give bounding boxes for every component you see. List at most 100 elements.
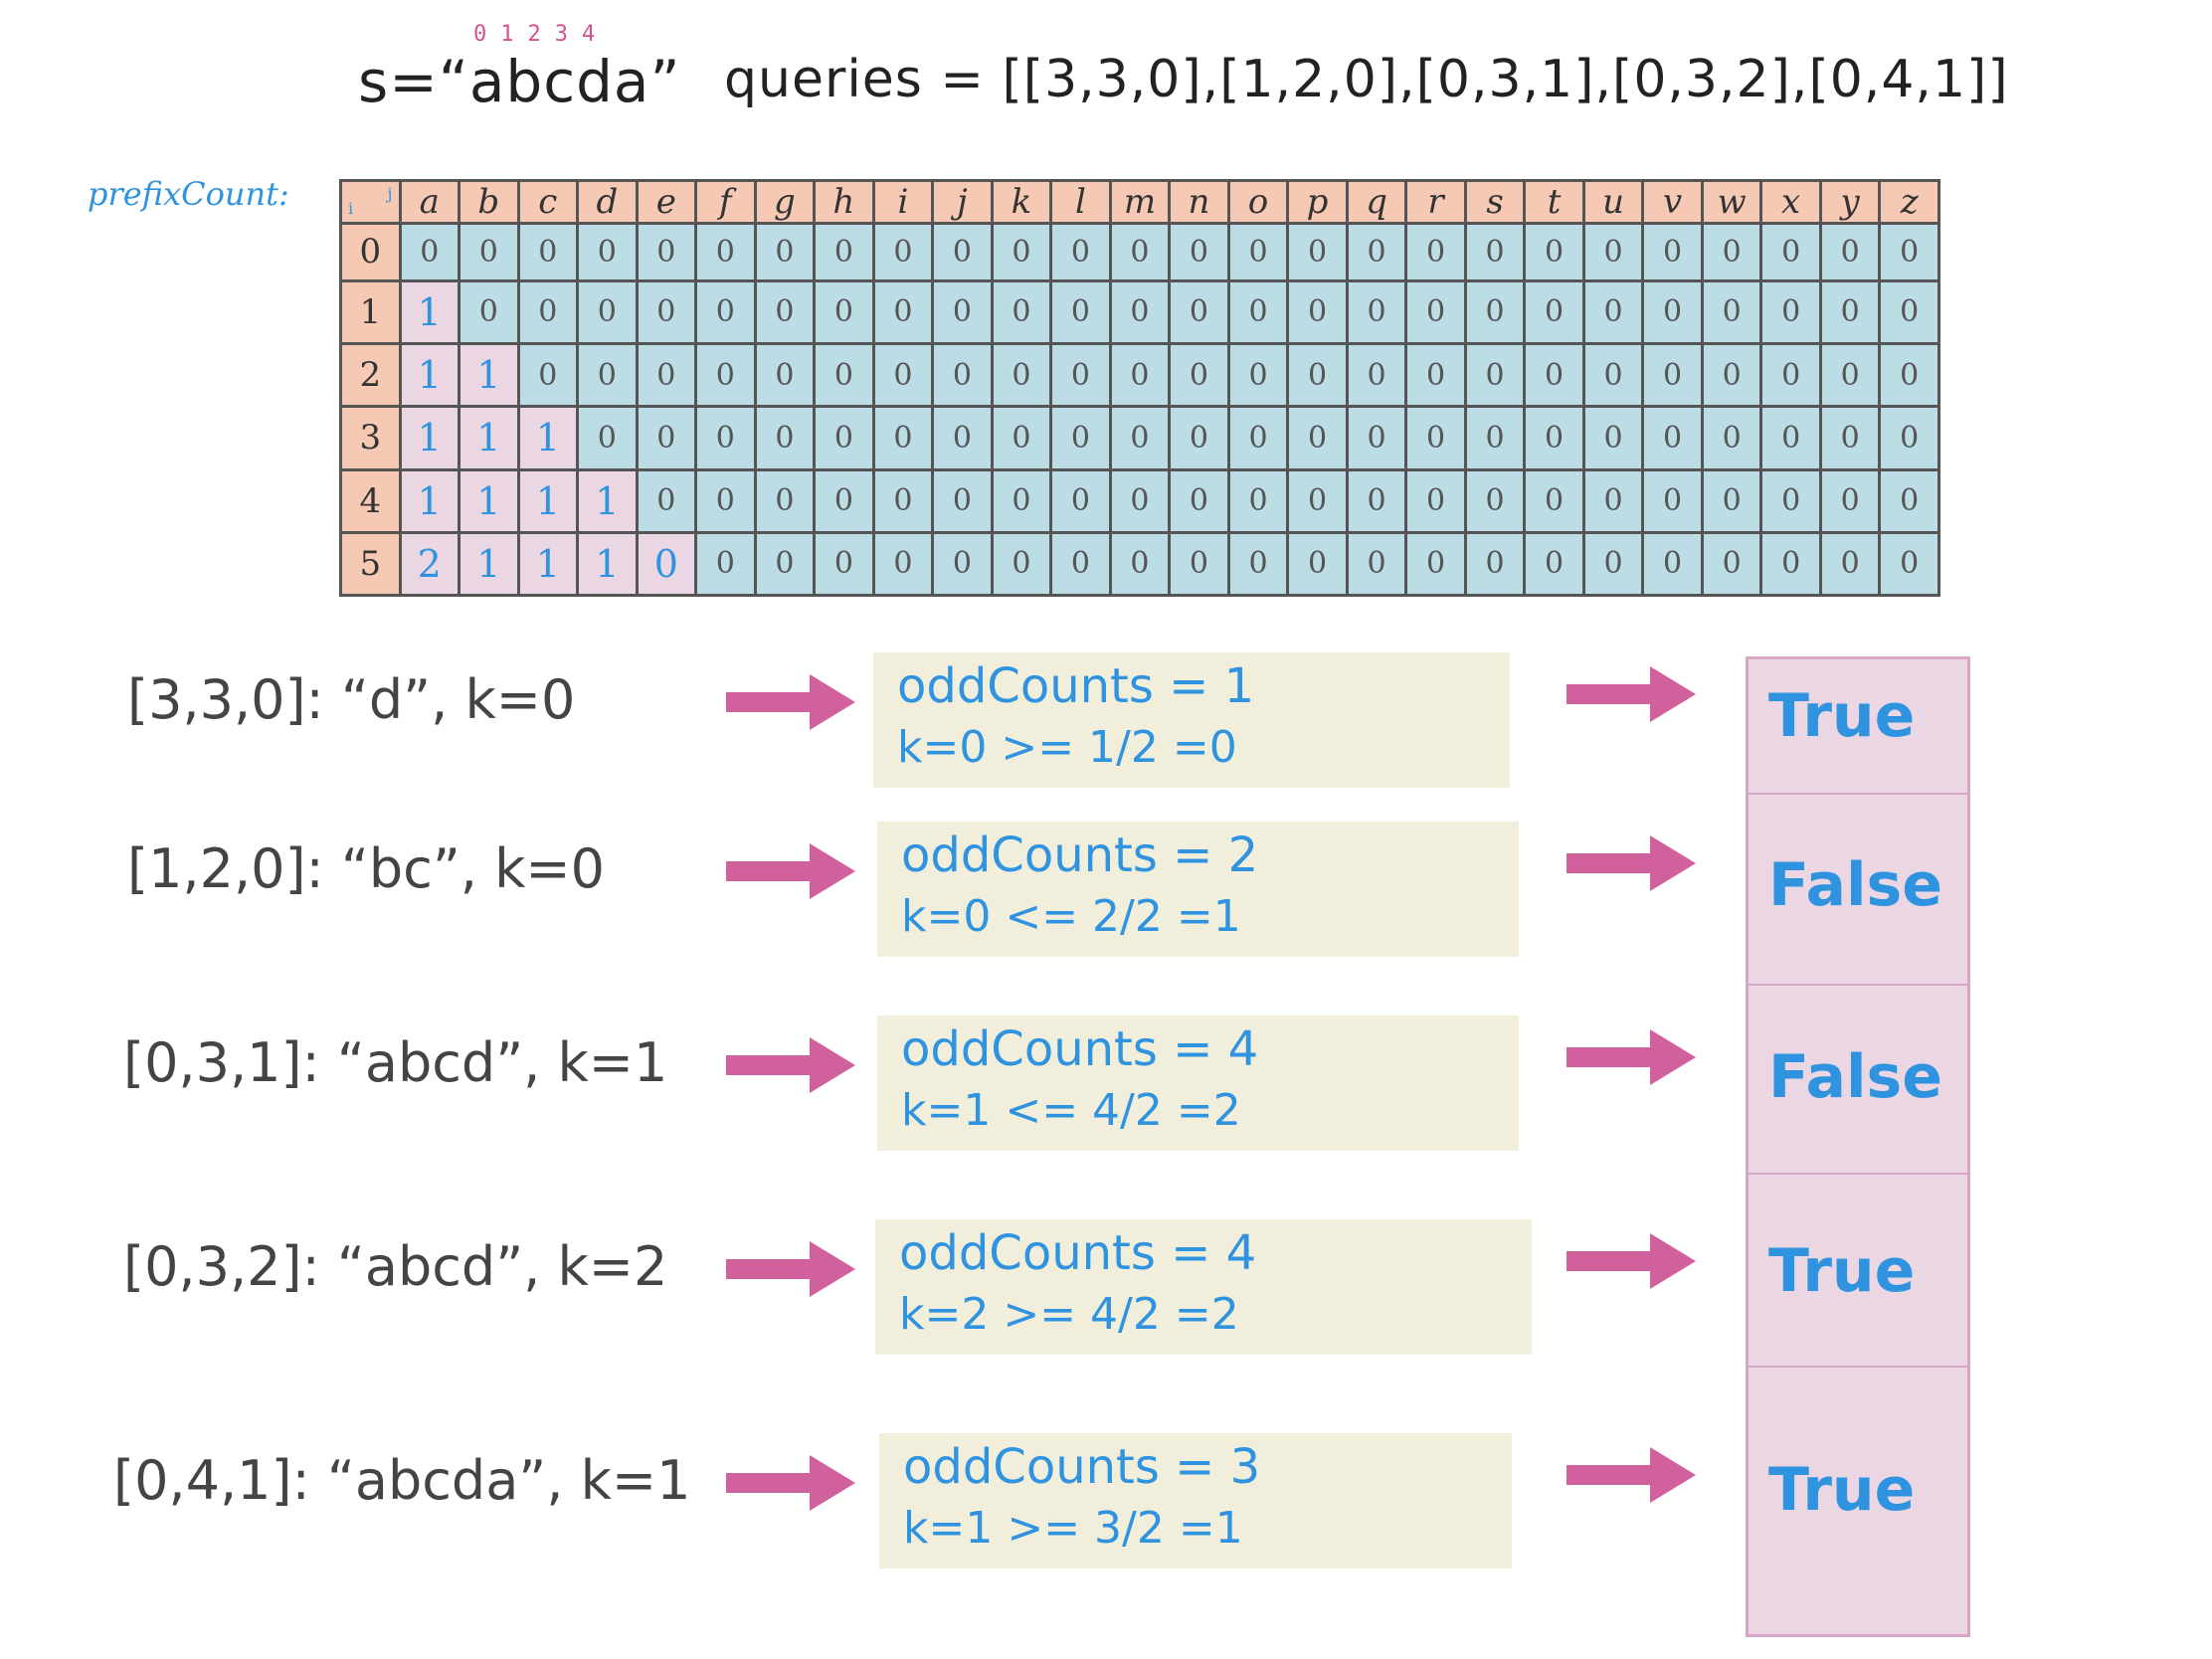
table-cell: 0 [635,342,698,409]
index-label: 3 [554,22,568,47]
table-cell: 0 [516,278,580,346]
table-cell: 0 [753,405,817,471]
table-cell: 1 [458,342,520,409]
queries-definition: queries = [[3,3,0],[1,2,0],[0,3,1],[0,3,… [724,50,2009,109]
table-cell: 0 [694,342,757,409]
table-cell: 0 [1759,530,1822,598]
table-cell: 0 [813,405,875,471]
table-cell: 0 [871,278,935,346]
table-cell: 0 [1818,467,1882,534]
query-label: [0,3,1]: “abcd”, k=1 [123,1031,668,1094]
table-cell: 0 [1641,222,1704,282]
column-header: i [871,179,935,225]
table-cell: 0 [576,278,639,346]
table-cell: 0 [516,342,580,409]
table-cell: 0 [1818,278,1882,346]
table-cell: 0 [990,467,1053,534]
prefix-count-label: prefixCount: [88,175,289,213]
row-axis-label: i [348,199,354,218]
table-cell: 0 [753,342,817,409]
table-cell: 0 [1345,222,1408,282]
odd-counts-text: oddCounts = 4 [901,1021,1259,1077]
table-cell: 0 [813,278,875,346]
table-cell: 0 [931,278,994,346]
table-cell: 0 [1523,405,1585,471]
odd-counts-text: oddCounts = 2 [901,828,1259,883]
right-arrow-icon [726,1037,855,1093]
table-cell: 0 [1463,222,1527,282]
table-cell: 0 [635,467,698,534]
row-header: 4 [339,467,402,534]
table-cell: 0 [1581,278,1645,346]
table-cell: 1 [398,467,461,534]
table-cell: 0 [813,222,875,282]
table-cell: 0 [931,342,994,409]
string-definition: s=“abcda” [358,48,681,115]
table-cell: 0 [1581,342,1645,409]
condition-text: k=1 >= 3/2 =1 [903,1503,1243,1554]
condition-text: k=0 >= 1/2 =0 [897,722,1237,773]
table-cell: 0 [635,530,698,598]
table-cell: 0 [931,530,994,598]
right-arrow-icon [726,1455,855,1511]
column-header: w [1700,179,1763,225]
column-header: p [1286,179,1349,225]
row-header: 2 [339,342,402,409]
odd-counts-text: oddCounts = 3 [903,1439,1261,1495]
table-cell: 0 [1168,278,1230,346]
right-arrow-icon [726,674,855,730]
table-cell: 0 [1759,222,1822,282]
table-cell: 0 [1700,342,1763,409]
table-cell: 0 [1818,405,1882,471]
table-cell: 1 [458,467,520,534]
table-cell: 0 [1700,405,1763,471]
query-label: [3,3,0]: “d”, k=0 [127,668,576,731]
table-cell: 0 [1878,467,1940,534]
result-value: False [1768,850,1942,920]
table-cell: 0 [694,530,757,598]
query-label: [0,4,1]: “abcda”, k=1 [113,1449,691,1512]
table-cell: 0 [1700,530,1763,598]
table-cell: 0 [1700,222,1763,282]
table-cell: 0 [753,222,817,282]
table-cell: 0 [990,222,1053,282]
table-cell: 0 [694,222,757,282]
table-cell: 1 [458,405,520,471]
table-cell: 0 [1878,530,1940,598]
table-cell: 0 [516,222,580,282]
table-cell: 0 [1581,405,1645,471]
table-cell: 0 [1345,405,1408,471]
table-cell: 0 [1108,222,1172,282]
table-cell: 0 [1345,342,1408,409]
table-cell: 0 [1581,222,1645,282]
table-cell: 0 [1286,530,1349,598]
result-value: False [1768,1042,1942,1112]
table-cell: 1 [576,467,639,534]
table-cell: 0 [1759,467,1822,534]
table-cell: 0 [871,342,935,409]
table-cell: 0 [576,405,639,471]
table-cell: 0 [1049,530,1112,598]
table-cell: 0 [990,530,1053,598]
table-cell: 0 [1108,278,1172,346]
query-label: [0,3,2]: “abcd”, k=2 [123,1235,668,1298]
table-cell: 0 [931,467,994,534]
column-header: x [1759,179,1822,225]
table-cell: 0 [813,467,875,534]
table-cell: 0 [1818,342,1882,409]
table-cell: 0 [398,222,461,282]
table-cell: 0 [694,467,757,534]
table-cell: 0 [1168,342,1230,409]
table-cell: 0 [1226,530,1290,598]
table-cell: 0 [1345,467,1408,534]
table-cell: 0 [931,405,994,471]
column-header: s [1463,179,1527,225]
query-label: [1,2,0]: “bc”, k=0 [127,837,606,900]
